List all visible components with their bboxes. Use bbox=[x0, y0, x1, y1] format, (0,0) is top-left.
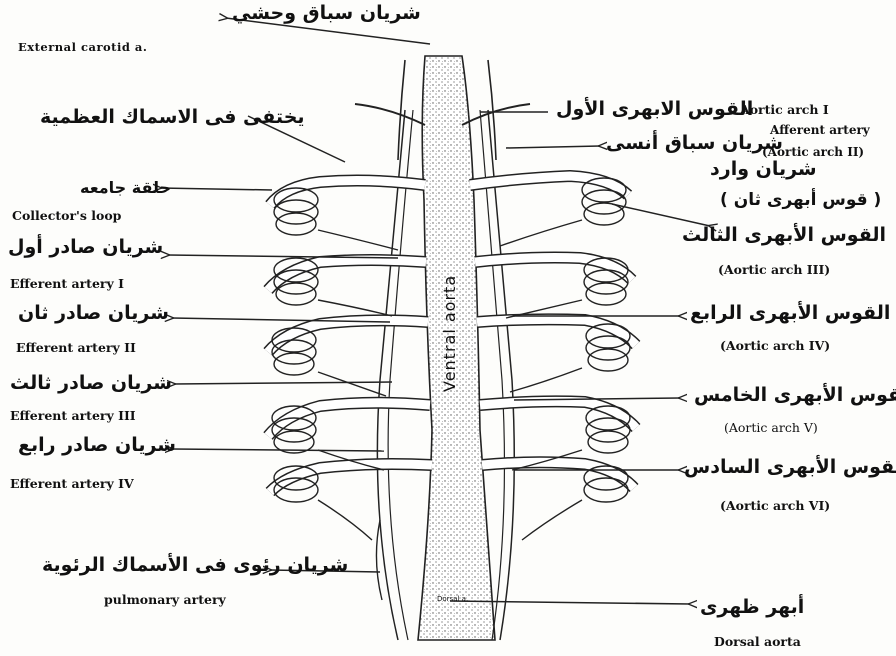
aortic-arch-1-ar: القوس الابهرى الأول bbox=[556, 100, 753, 119]
dorsal-aorta-left-inner bbox=[388, 110, 413, 640]
aortic-arch-6-en: (Aortic arch VI) bbox=[720, 500, 830, 513]
afferent-artery-en: Afferent artery bbox=[770, 124, 870, 136]
pulmonary-artery-ar: شريان رئوى فى الأسماك الرئوية bbox=[42, 556, 348, 575]
afferent-aortic-arch-2-ar: ( قوس أبهرى ثان ) bbox=[720, 192, 881, 209]
efferent-artery-1-ar: شريان صادر أول bbox=[8, 238, 163, 257]
ventral-aorta-label: Ventral aorta bbox=[440, 275, 459, 392]
efferent-artery-3-en: Efferent artery III bbox=[10, 410, 136, 423]
dorsal-aorta-ar: أبهر ظهرى bbox=[700, 598, 804, 617]
efferent-artery-4-en: Efferent artery IV bbox=[10, 478, 134, 491]
hidden-in-bony-fish-ar: يختفى فى الاسماك العظمية bbox=[40, 108, 305, 127]
pulmonary-artery-en: pulmonary artery bbox=[104, 594, 226, 607]
internal-carotid-ar: شريان سباق أنسى bbox=[606, 134, 783, 153]
dorsal-aorta-en: Dorsal aorta bbox=[714, 636, 801, 649]
aortic-arch-1-en: Aortic arch I bbox=[740, 104, 829, 117]
aortic-arch-1-right bbox=[462, 104, 530, 125]
dorsal-aorta-small-mark: Dorsal a. bbox=[437, 596, 468, 603]
collector-loop-en: Collector's loop bbox=[12, 210, 121, 223]
efferent-artery-3-ar: شريان صادر ثالث bbox=[10, 374, 172, 393]
external-carotid-ar: شريان سباق وحشي bbox=[232, 4, 421, 23]
external-carotid-en: External carotid a. bbox=[18, 42, 147, 54]
efferent-artery-2-en: Efferent artery II bbox=[16, 342, 136, 355]
aortic-arch-3-ar: القوس الأبهرى الثالث bbox=[682, 226, 886, 245]
aortic-arch-4-ar: القوس الأبهرى الرابع bbox=[690, 304, 890, 323]
dorsal-aorta-left bbox=[377, 110, 405, 640]
collector-loop-ar: حلقة جامعه bbox=[80, 180, 171, 196]
aortic-arch-5-ar: القوس الأبهرى الخامس bbox=[694, 386, 896, 405]
aortic-arch-5-en: (Aortic arch V) bbox=[724, 422, 818, 435]
efferent-artery-2-ar: شريان صادر ثان bbox=[18, 304, 169, 323]
external-carotid-right bbox=[488, 60, 496, 160]
aortic-arch-4-en: (Aortic arch IV) bbox=[720, 340, 830, 353]
afferent-aortic-arch-2-en: (Aortic arch II) bbox=[762, 146, 864, 158]
efferent-artery-4-ar: شريان صادر رابع bbox=[18, 436, 176, 455]
aortic-arch-1-left bbox=[355, 104, 425, 125]
afferent-artery-ar: شريان وارد bbox=[710, 160, 817, 179]
aortic-arch-3-en: (Aortic arch III) bbox=[718, 264, 830, 277]
aortic-arch-6-ar: القوس الأبهرى السادس bbox=[684, 458, 896, 477]
efferent-artery-1-en: Efferent artery I bbox=[10, 278, 124, 291]
